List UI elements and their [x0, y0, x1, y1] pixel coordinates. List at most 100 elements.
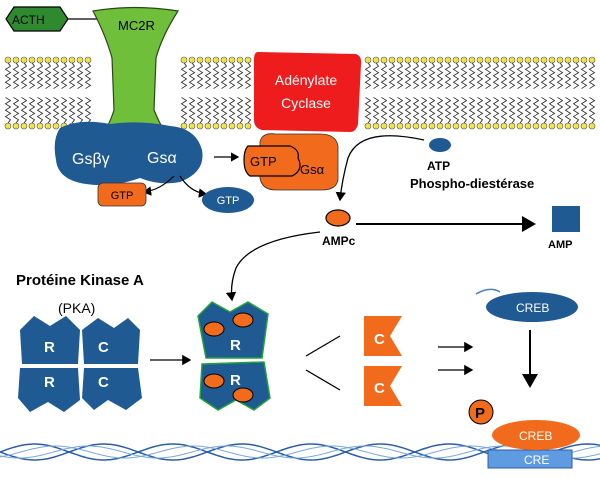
gs-alpha-label: Gsα: [147, 150, 177, 167]
gtp-label-bound: GTP: [250, 154, 277, 169]
lipid-head: [492, 122, 500, 130]
amp-molecule: AMP: [548, 206, 580, 251]
lipid-head: [76, 56, 84, 64]
pka-abbrev: (PKA): [58, 300, 95, 316]
creb-inactive: CREB: [475, 288, 578, 322]
lipid-head: [548, 122, 556, 130]
lipid-head: [452, 56, 460, 64]
lipid-head: [28, 122, 36, 130]
lipid-head: [52, 122, 60, 130]
pka-c-bottom: C: [98, 374, 109, 391]
lipid-head: [380, 56, 388, 64]
dna-strand: [0, 443, 600, 461]
lipid-head: [508, 56, 516, 64]
lipid-head: [444, 122, 452, 130]
lipid-head: [460, 56, 468, 64]
adenylate-label-line1: Adénylate: [275, 72, 337, 88]
pka-regulatory-with-ampc: R R: [197, 301, 271, 411]
lipid-head: [364, 122, 372, 130]
lipid-head: [196, 122, 204, 130]
lipid-head: [204, 122, 212, 130]
adenylate-cyclase: Adénylate Cyclase: [254, 52, 362, 132]
pka-catalytic-free: C C: [364, 316, 402, 406]
cre-element: CRE: [487, 449, 573, 469]
lipid-head: [476, 122, 484, 130]
lipid-head: [460, 122, 468, 130]
gtp-label-orange: GTP: [111, 190, 134, 202]
dna-strand: [0, 445, 600, 459]
lipid-head: [396, 122, 404, 130]
lipid-head: [556, 56, 564, 64]
lipid-head: [404, 56, 412, 64]
mc2r-receptor: MC2R: [90, 6, 179, 155]
lipid-head: [468, 122, 476, 130]
gs-alpha-gtp-bound: GTP Gsα: [243, 133, 339, 191]
lipid-head: [564, 122, 572, 130]
c-free-bottom: C: [374, 380, 385, 397]
gtp-label-blue: GTP: [217, 195, 240, 207]
lipid-head: [12, 56, 20, 64]
lipid-head: [44, 56, 52, 64]
pka-r-active-top: R: [230, 337, 241, 354]
pka-r-active-bottom: R: [230, 372, 241, 389]
creb-phosphorylated: CREB P: [468, 399, 580, 450]
lipid-head: [236, 122, 244, 130]
lipid-head: [4, 122, 12, 130]
lipid-head: [220, 56, 228, 64]
ampc-molecule: AMPc: [322, 209, 356, 248]
lipid-head: [20, 122, 28, 130]
c-free-top: C: [374, 331, 385, 348]
lipid-head: [180, 56, 188, 64]
lipid-head: [404, 122, 412, 130]
lipid-head: [236, 56, 244, 64]
pka-r-top: R: [44, 339, 55, 356]
acth-ligand: ACTH: [5, 6, 69, 32]
lipid-head: [412, 122, 420, 130]
atp-label: ATP: [427, 159, 450, 173]
creb-label-active: CREB: [519, 429, 552, 443]
phosphodiesterase-label: Phospho-diestérase: [410, 176, 534, 191]
cell-membrane: [4, 56, 596, 130]
lipid-head: [420, 122, 428, 130]
lipid-head: [484, 122, 492, 130]
lipid-head: [412, 56, 420, 64]
lipid-head: [476, 56, 484, 64]
lipid-head: [36, 56, 44, 64]
lipid-head: [420, 56, 428, 64]
acth-label: ACTH: [12, 13, 45, 27]
lipid-head: [564, 56, 572, 64]
lipid-head: [588, 122, 596, 130]
lipid-head: [540, 56, 548, 64]
lipid-head: [244, 56, 252, 64]
mc2r-label: MC2R: [118, 18, 155, 33]
lipid-head: [36, 122, 44, 130]
gs-beta-gamma-label: Gsβγ: [72, 151, 110, 168]
lipid-head: [556, 122, 564, 130]
creb-label-inactive: CREB: [516, 301, 549, 315]
lipid-head: [212, 122, 220, 130]
lipid-head: [396, 56, 404, 64]
lipid-head: [532, 122, 540, 130]
lipid-head: [452, 122, 460, 130]
lipid-head: [84, 56, 92, 64]
lipid-head: [500, 56, 508, 64]
lipid-head: [572, 122, 580, 130]
lipid-head: [524, 56, 532, 64]
lipid-head: [500, 122, 508, 130]
lipid-head: [44, 122, 52, 130]
lipid-head: [436, 56, 444, 64]
lipid-head: [436, 122, 444, 130]
lipid-head: [428, 122, 436, 130]
pka-c-top: C: [98, 339, 109, 356]
pka-r-bottom: R: [44, 374, 55, 391]
lipid-head: [516, 56, 524, 64]
lipid-head: [244, 122, 252, 130]
lipid-head: [532, 56, 540, 64]
lipid-head: [188, 56, 196, 64]
lipid-head: [12, 122, 20, 130]
ampc-label: AMPc: [322, 234, 356, 248]
phospho-label: P: [475, 405, 485, 422]
lipid-head: [364, 56, 372, 64]
lipid-head: [52, 56, 60, 64]
